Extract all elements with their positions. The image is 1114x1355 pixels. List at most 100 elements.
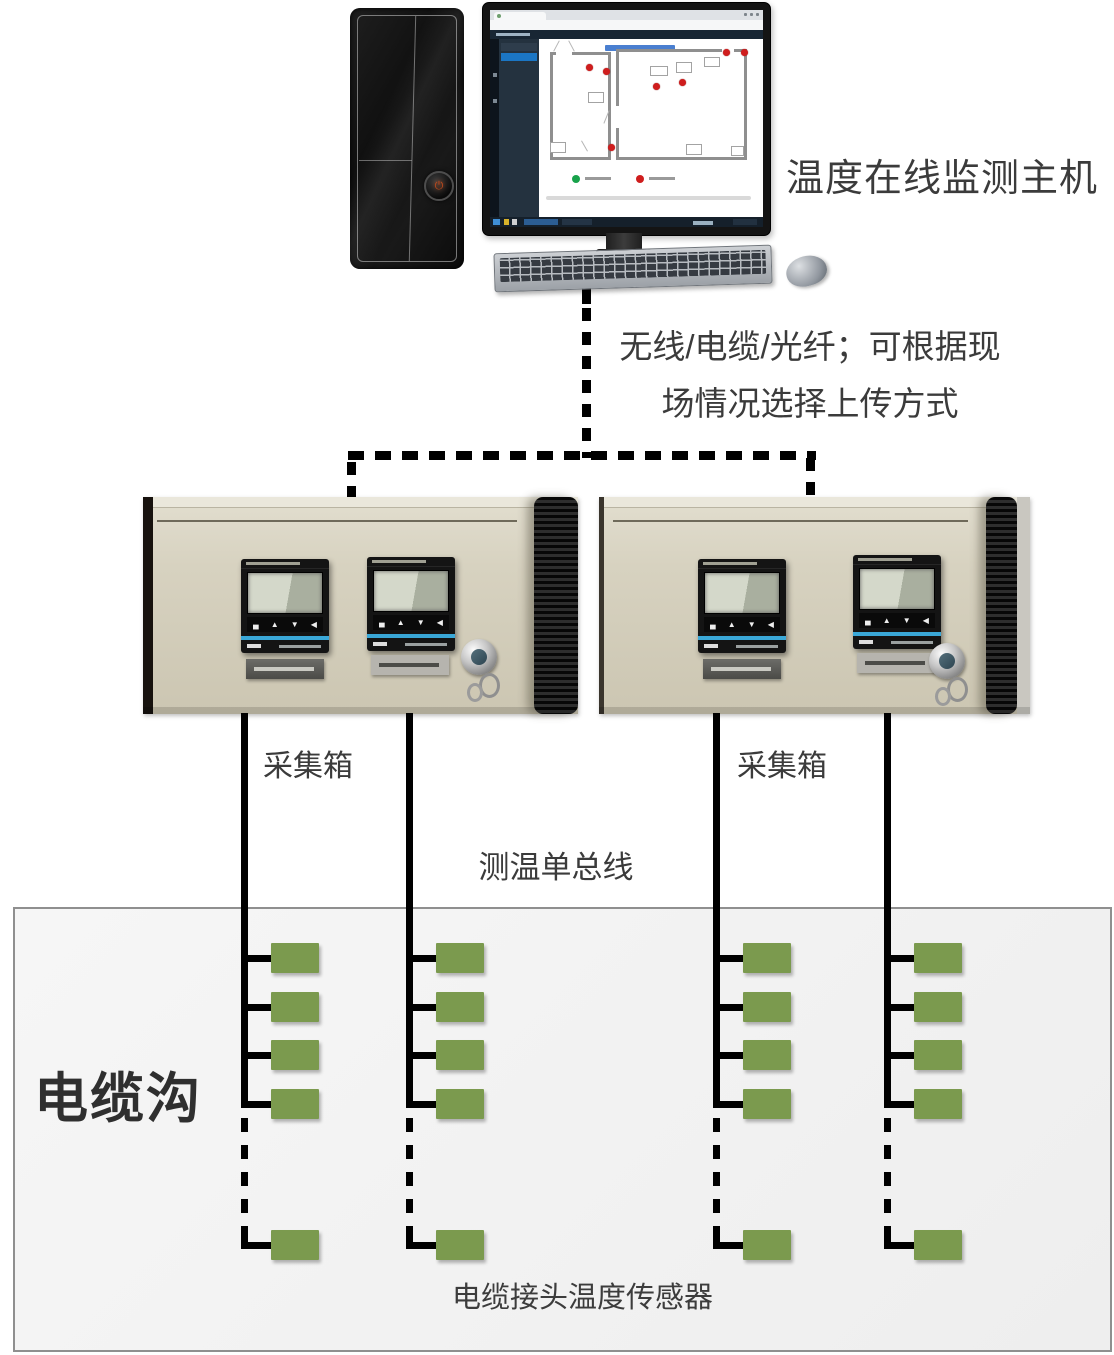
cabinet-door-seam (157, 520, 517, 522)
trench-label: 电缆沟 (34, 1069, 202, 1129)
controller-maker-text (405, 643, 447, 646)
sensor-stub (245, 1101, 279, 1108)
link-line-stub-right (806, 458, 815, 497)
collector-box-label-left: 采集箱 (263, 750, 353, 783)
sensor-stub (717, 1004, 751, 1011)
minimize-icon (744, 13, 747, 16)
door-gap (582, 150, 598, 156)
key-ring (935, 687, 951, 706)
lcd-display (704, 572, 780, 614)
door-gap (556, 50, 572, 56)
sensor-stub (245, 955, 279, 962)
sensor-node (271, 1089, 319, 1119)
controller-nameplate (698, 559, 786, 569)
sensor-stub (410, 1242, 444, 1249)
corrugated-pipe (986, 497, 1017, 714)
monitor (482, 2, 771, 236)
sensor-node (914, 1040, 962, 1070)
taskbar (490, 217, 763, 227)
link-note-line2: 场情况选择上传方式 (661, 385, 959, 422)
sensor-node (743, 943, 791, 973)
door-gap (614, 106, 620, 128)
bus-line-solid (406, 713, 413, 1108)
link-note-line1: 无线/电缆/光纤；可根据现 (619, 328, 1001, 365)
temp-controller: ▄▲▼◀ (853, 555, 941, 649)
controller-blue-stripe (367, 634, 455, 638)
alarm-dot (586, 64, 593, 71)
sensor-stub (888, 1004, 922, 1011)
monitor-stand-neck (606, 233, 642, 252)
sensor-stub (888, 955, 922, 962)
controller-maker-text (891, 641, 933, 644)
link-note: 无线/电缆/光纤；可根据现 场情况选择上传方式 (600, 318, 1020, 432)
lcd-display (247, 572, 323, 614)
bus-line-dashed (713, 1118, 720, 1232)
controller-buttons: ▄▲▼◀ (704, 617, 780, 632)
wall-edge (599, 497, 604, 714)
tower-sheen (350, 8, 464, 269)
sensor-node (743, 1089, 791, 1119)
legend-normal-dot (572, 175, 580, 183)
start-icon (493, 219, 500, 225)
channel-label-plate (371, 655, 449, 675)
bus-line-tail (884, 1232, 891, 1249)
sensor-node (271, 1040, 319, 1070)
wall-edge (1017, 497, 1030, 714)
cabinet-top-edge (599, 497, 1030, 508)
sensor-stub (410, 1101, 444, 1108)
alarm-dot (608, 144, 615, 151)
temp-controller: ▄▲▼◀ (241, 559, 329, 653)
cabinet-lock (929, 643, 965, 679)
floorplan-label-box (686, 144, 702, 155)
lcd-display (859, 568, 935, 610)
link-line-vertical (582, 308, 591, 458)
tower-panel-outline (357, 15, 457, 262)
alarm-dot (679, 79, 686, 86)
controller-maker-text (279, 645, 321, 648)
sensor-node (436, 992, 484, 1022)
temp-controller: ▄▲▼◀ (367, 557, 455, 651)
bus-line-solid (241, 713, 248, 1108)
floorplan-label-box (650, 66, 668, 76)
app-header-title-bar (496, 33, 530, 36)
rail-icon (493, 73, 497, 77)
sensor-node (914, 943, 962, 973)
bus-line-dashed (406, 1118, 413, 1232)
cabinet-top-edge (143, 497, 578, 508)
cabinet-shadow (599, 707, 1030, 714)
taskbar-app (562, 219, 592, 225)
sensor-node (436, 1230, 484, 1260)
sensor-node (436, 1089, 484, 1119)
tray-icons (693, 221, 713, 225)
bus-line-dashed (884, 1118, 891, 1232)
bus-line-solid (713, 713, 720, 1108)
close-icon (756, 13, 759, 16)
keyboard-keys (499, 249, 767, 283)
sensor-stub (245, 1242, 279, 1249)
bus-line-tail (406, 1232, 413, 1249)
sensor-stub (717, 955, 751, 962)
sensor-node (436, 943, 484, 973)
floorplan-label-box (731, 146, 744, 156)
sensor-node (436, 1040, 484, 1070)
bus-line-solid (884, 713, 891, 1108)
app-sidebar (499, 39, 539, 217)
controller-nameplate (367, 557, 455, 567)
monitor-screen (490, 10, 763, 227)
link-line-stub-left (347, 462, 356, 497)
sensor-node (743, 1040, 791, 1070)
sensor-stub (410, 955, 444, 962)
page-title-bar (605, 45, 675, 51)
channel-label-plate (703, 659, 781, 679)
sensor-stub (245, 1052, 279, 1059)
sensor-node (271, 943, 319, 973)
floorplan-room-right (616, 49, 747, 160)
legend-normal-label-bar (585, 177, 611, 180)
keyboard (493, 244, 773, 293)
link-line-solid (582, 284, 591, 304)
sensor-stub (245, 1004, 279, 1011)
bus-line-dashed (241, 1118, 248, 1232)
legend-alarm-label-bar (649, 177, 675, 180)
sensor-node (914, 1089, 962, 1119)
